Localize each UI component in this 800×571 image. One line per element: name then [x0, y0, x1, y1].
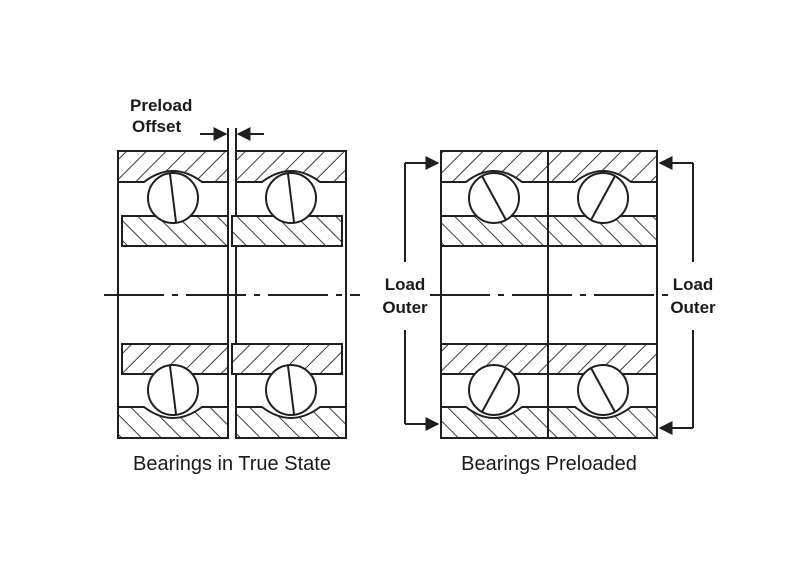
outer-race-top — [547, 150, 658, 183]
ball-contact-line — [169, 173, 177, 223]
right-load-bracket: Load Outer — [658, 156, 716, 435]
outer-race-top — [117, 150, 229, 183]
outer-race-top — [235, 150, 347, 183]
ball-contact-line — [169, 365, 177, 415]
right-bearing-assembly: Load Outer Load Outer Bearings Preloaded — [382, 150, 716, 475]
ball-contact-line — [481, 175, 507, 221]
right-bearing-b — [547, 150, 658, 439]
inner-race-bottom — [231, 343, 343, 375]
right-caption: Bearings Preloaded — [461, 453, 637, 475]
left-load-label-line2: Outer — [382, 298, 428, 317]
ball-contact-line — [287, 365, 295, 415]
ball-contact-line — [481, 367, 507, 413]
left-load-bracket: Load Outer — [382, 156, 440, 431]
left-bearing-assembly: Preload Offset Bearings in True State — [104, 96, 360, 475]
outer-race-bottom — [235, 406, 347, 439]
ball-contact-line — [287, 173, 295, 223]
outer-race-bottom — [547, 406, 658, 439]
inner-race-bottom — [121, 343, 229, 375]
preload-label-line1: Preload — [130, 96, 192, 115]
inner-race-bottom — [547, 343, 658, 375]
left-load-label-line1: Load — [385, 275, 426, 294]
outer-race-bottom — [440, 406, 549, 439]
right-bearing-a — [440, 150, 549, 439]
left-bearing-a — [117, 150, 229, 439]
outer-race-bottom — [117, 406, 229, 439]
right-load-label-line1: Load — [673, 275, 714, 294]
ball-contact-line — [590, 367, 616, 413]
left-caption: Bearings in True State — [133, 453, 331, 475]
inner-race-top — [121, 215, 229, 247]
outer-race-top — [440, 150, 549, 183]
left-bearing-b — [231, 150, 347, 439]
right-load-label-line2: Outer — [670, 298, 716, 317]
offset-label-line2: Offset — [132, 117, 181, 136]
ball-contact-line — [590, 175, 616, 221]
